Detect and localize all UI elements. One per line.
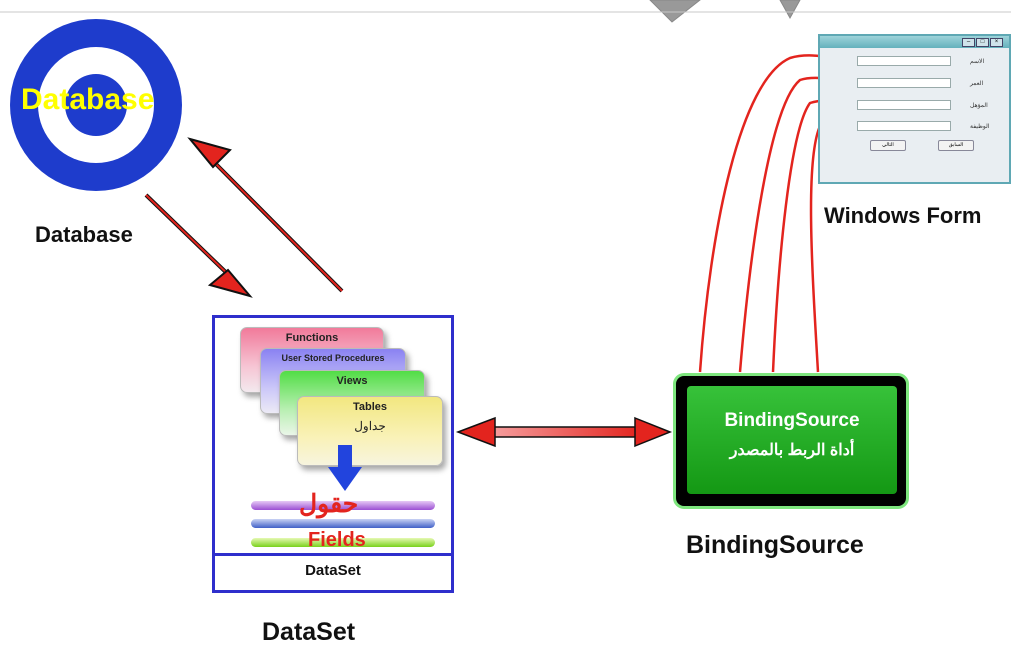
minimize-icon: – — [962, 38, 975, 47]
dataset-divider — [215, 553, 451, 556]
windows-form-thumbnail: – □ × الاسم العمر المؤهل الوظيفة التالي … — [818, 34, 1011, 184]
close-icon: × — [990, 38, 1003, 47]
dataset-box: Functions User Stored Procedures Views T… — [212, 315, 454, 593]
procedures-label: User Stored Procedures — [281, 353, 385, 363]
functions-label: Functions — [285, 332, 339, 344]
arrow-database-to-dataset — [144, 193, 253, 298]
bindingsource-title: BindingSource — [724, 410, 860, 431]
form-field-label: الوظيفة — [970, 124, 990, 130]
bindingsource-button-face: BindingSource أداة الربط بالمصدر — [687, 386, 897, 494]
form-prev-button: السابق — [938, 140, 974, 151]
database-logo-text: Database — [21, 83, 155, 116]
fields-label: Fields — [308, 529, 366, 551]
dataset-label: DataSet — [262, 618, 356, 646]
database-logo-icon — [10, 19, 182, 191]
bindingsource-box: BindingSource أداة الربط بالمصدر — [676, 376, 906, 506]
views-label: Views — [336, 375, 368, 387]
bindingsource-label: BindingSource — [686, 531, 864, 559]
arrow-dataset-to-database — [187, 137, 344, 293]
form-input — [857, 78, 951, 88]
maximize-icon: □ — [976, 38, 989, 47]
page-decoration-shape — [649, 0, 801, 23]
field-bar — [251, 519, 435, 528]
tables-label: Tables — [352, 401, 388, 413]
down-arrow-icon — [328, 445, 362, 491]
fields-arabic-label: حقول — [299, 490, 359, 518]
form-field-label: المؤهل — [970, 103, 988, 109]
bindingsource-arabic-subtitle: أداة الربط بالمصدر — [729, 442, 855, 459]
tables-layer: Tables جداول — [297, 396, 443, 466]
database-label: Database — [35, 222, 133, 247]
field-bar — [251, 538, 435, 547]
form-next-button: التالي — [870, 140, 906, 151]
arrow-dataset-bindingsource — [455, 416, 673, 448]
form-input — [857, 100, 951, 110]
field-bar — [251, 501, 435, 510]
form-field-label: الاسم — [970, 59, 985, 65]
windows-form-label: Windows Form — [824, 203, 982, 228]
dataset-inner-label: DataSet — [305, 562, 361, 579]
form-input — [857, 56, 951, 66]
form-titlebar: – □ × — [820, 36, 1009, 48]
form-input — [857, 121, 951, 131]
form-field-label: العمر — [970, 81, 984, 87]
tables-arabic-label: جداول — [354, 419, 386, 433]
